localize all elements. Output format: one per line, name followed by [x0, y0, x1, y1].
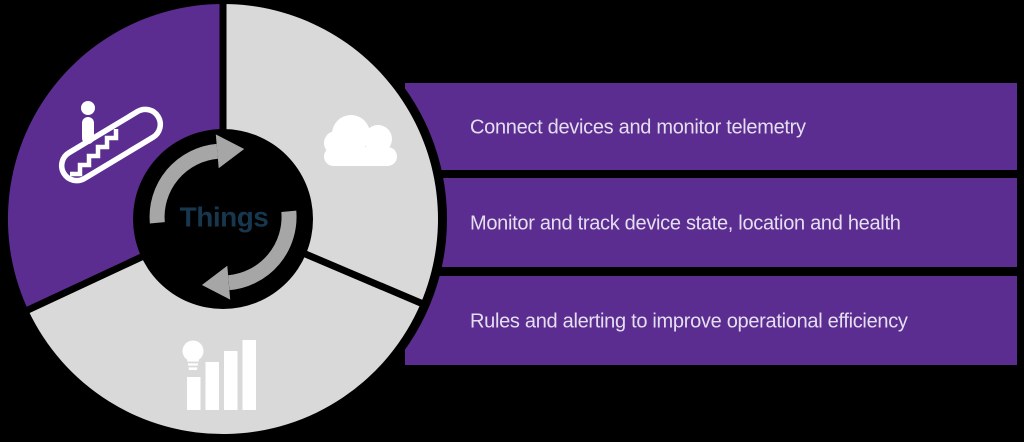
- chart-bar-3: [224, 351, 238, 410]
- segment-insights: [28, 219, 421, 435]
- callout-label-2: Monitor and track device state, location…: [470, 213, 901, 235]
- chart-bar-1: [187, 377, 201, 410]
- cycle-arc-top: [149, 143, 219, 224]
- callout-label-3: Rules and alerting to improve operationa…: [470, 311, 908, 333]
- cycle-arcs: [149, 143, 297, 291]
- callout-bars: [405, 83, 1017, 365]
- callout-bar-1: [405, 83, 1017, 170]
- chart-bar-4: [242, 340, 256, 410]
- escalator-icon: [58, 101, 164, 184]
- bulb-neck: [187, 359, 199, 370]
- escalator-steps: [70, 129, 119, 177]
- callout-bar-2: [405, 178, 1017, 267]
- escalator-rail: [58, 106, 164, 184]
- bulb-globe: [182, 340, 204, 362]
- cloud-icon: [324, 115, 397, 166]
- callout-label-1: Connect devices and monitor telemetry: [470, 117, 806, 139]
- callout-bar-3: [405, 276, 1017, 365]
- arrowhead-top: [215, 134, 245, 169]
- hub-label: Things: [180, 202, 269, 233]
- person-head: [81, 101, 95, 115]
- person-body: [82, 117, 94, 144]
- cycle-arrowheads: [201, 134, 245, 300]
- escalator-person: [81, 101, 95, 144]
- cycle-arrows-icon: [149, 134, 297, 300]
- bulb-threads: [186, 361, 200, 368]
- lightbulb-bar-chart-icon: [182, 340, 256, 410]
- callout-labels: Connect devices and monitor telemetry Mo…: [470, 117, 908, 333]
- cycle-arc-bottom: [227, 210, 297, 291]
- chart-bar-2: [205, 362, 219, 410]
- arrowhead-bottom: [201, 265, 231, 300]
